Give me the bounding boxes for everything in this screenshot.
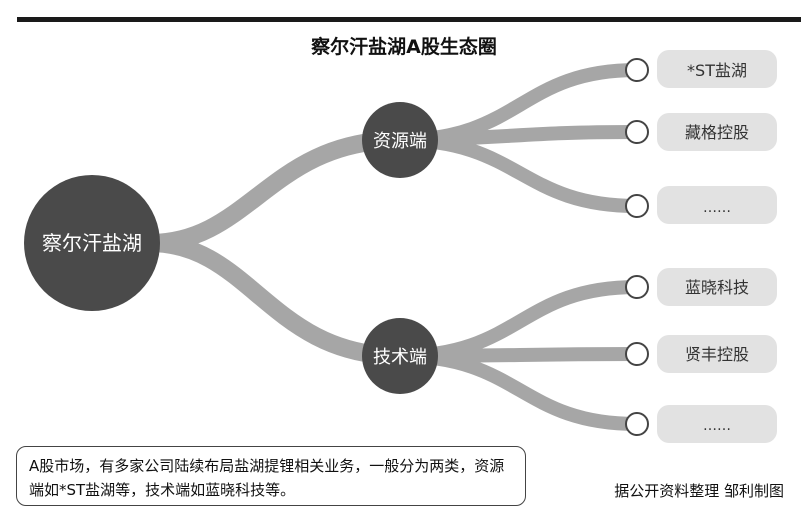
top-rule <box>17 17 801 22</box>
leaf-bullet <box>625 342 649 366</box>
diagram-title: 察尔汗盐湖A股生态圈 <box>311 36 497 58</box>
root-node-label: 察尔汗盐湖 <box>42 231 142 255</box>
branch-node-resource <box>362 102 438 178</box>
note-box: A股市场，有多家公司陆续布局盐湖提锂相关业务，一般分为两类，资源端如*ST盐湖等… <box>16 446 526 506</box>
connector-root-tech <box>149 234 401 365</box>
leaf-box <box>657 50 777 88</box>
root-node <box>24 175 160 311</box>
source-credit: 据公开资料整理 邹利制图 <box>614 482 784 500</box>
leaf-label: *ST盐湖 <box>687 61 747 80</box>
leaf-label: …… <box>703 200 731 216</box>
leaf-box <box>657 335 777 373</box>
leaf-box <box>657 268 777 306</box>
leaf-box <box>657 186 777 224</box>
connector-root-resource <box>149 131 401 252</box>
leaf-label: …… <box>703 418 731 434</box>
branch-node-tech-label: 技术端 <box>373 347 427 368</box>
branch-node-tech <box>362 318 438 394</box>
leaf-bullet <box>625 412 649 436</box>
leaf-label: 藏格控股 <box>685 123 749 142</box>
leaf-box <box>657 113 777 151</box>
leaf-bullet <box>625 58 649 82</box>
leaf-box <box>657 405 777 443</box>
branch-node-resource-label: 资源端 <box>373 131 427 152</box>
leaf-bullet <box>625 194 649 218</box>
leaf-bullet <box>625 275 649 299</box>
connector-resource-leaf-3 <box>399 133 638 213</box>
leaf-bullet <box>625 120 649 144</box>
leaf-label: 蓝晓科技 <box>685 278 749 297</box>
connector-tech-leaf-3 <box>399 349 638 431</box>
leaf-label: 贤丰控股 <box>685 345 749 364</box>
